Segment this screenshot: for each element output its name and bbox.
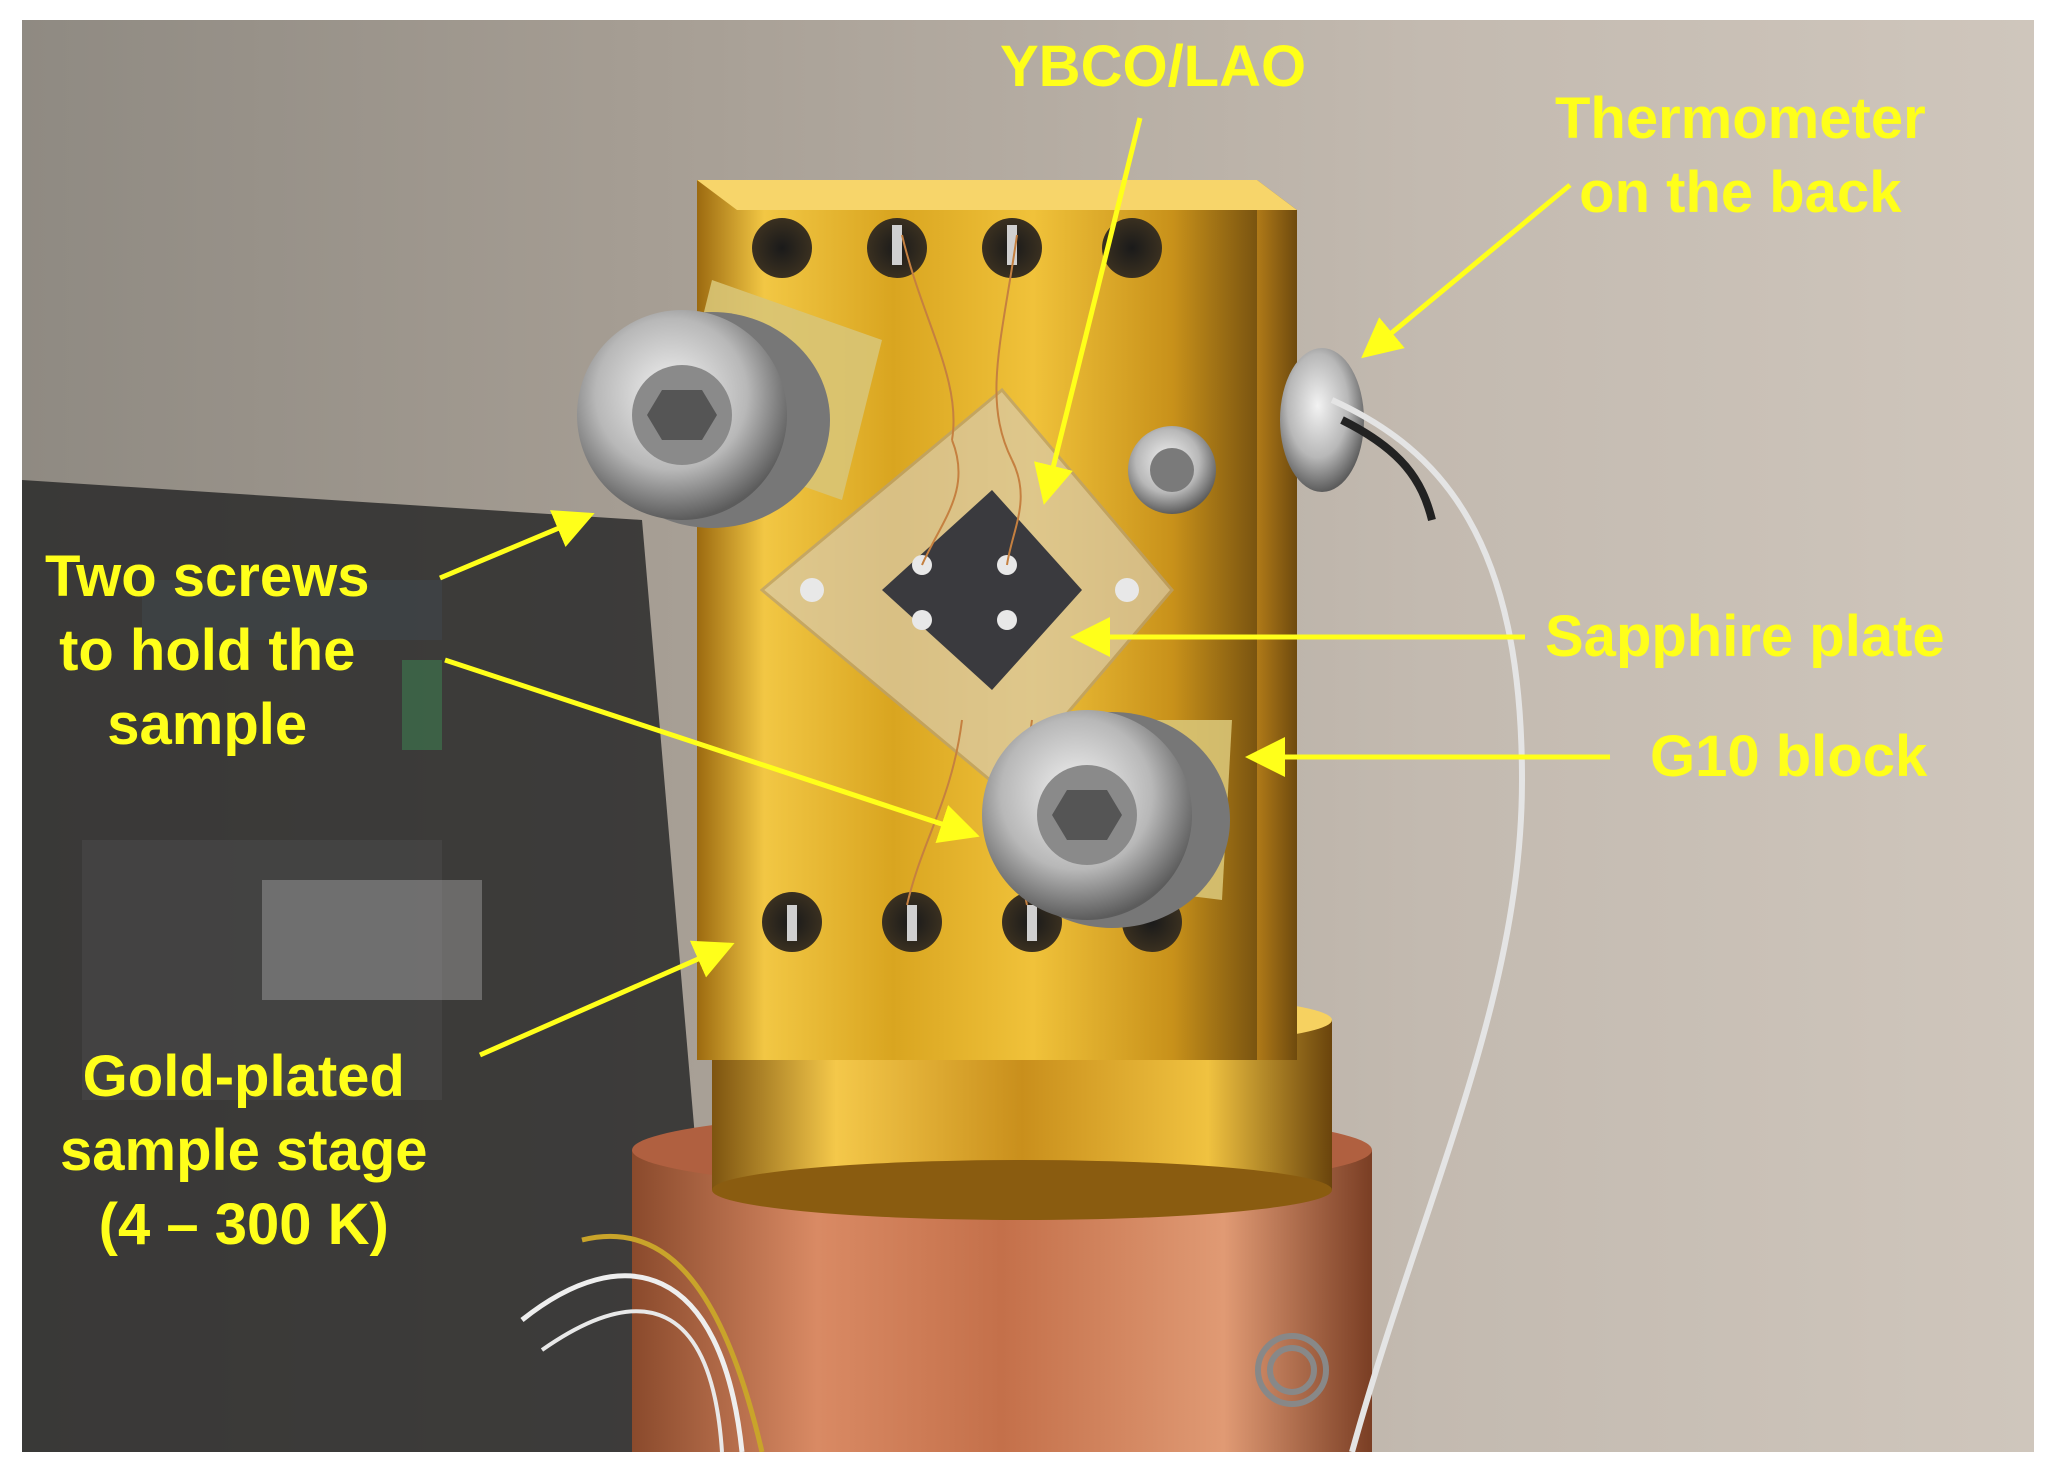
sample-stage-photo: [22, 20, 2034, 1452]
label-g10-block: G10 block: [1650, 724, 1928, 789]
label-sapphire-plate: Sapphire plate: [1545, 604, 1945, 669]
bottom-connector-holes: [762, 892, 1182, 952]
label-ybco-lao: YBCO/LAO: [1000, 34, 1307, 99]
label-thermometer: Thermometer on the back: [1555, 86, 1926, 225]
label-two-screws: Two screws to hold the sample: [45, 544, 370, 757]
photo-frame: [22, 20, 2034, 1452]
label-gold-plated-stage: Gold-plated sample stage (4 – 300 K): [60, 1044, 428, 1257]
